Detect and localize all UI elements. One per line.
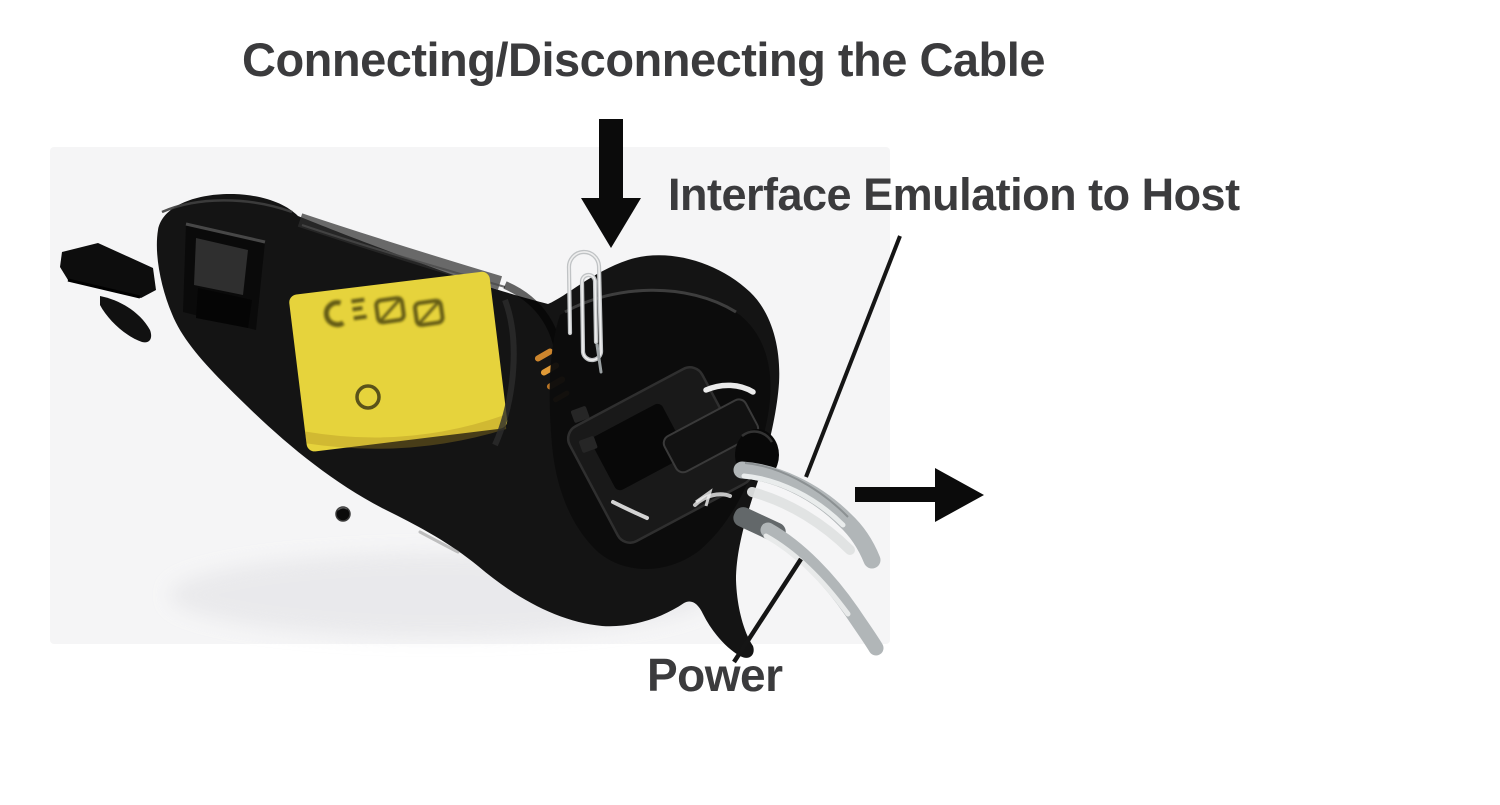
cradle-left-tab — [60, 243, 156, 343]
paperclip — [566, 249, 604, 374]
power-leader-line — [732, 557, 803, 664]
scanner-cradle — [60, 193, 780, 658]
interface-cable — [733, 461, 881, 569]
down-arrow-icon — [581, 119, 641, 248]
product-label-sticker — [289, 271, 508, 452]
body-highlights — [418, 382, 756, 554]
right-arrow-icon — [855, 468, 984, 522]
connector-recess — [566, 366, 760, 544]
cradle-cavity — [549, 288, 779, 570]
screw — [335, 506, 351, 522]
power-cable — [733, 507, 884, 656]
figure-title: Connecting/Disconnecting the Cable — [242, 33, 1045, 86]
callout-power-label: Power — [647, 649, 783, 701]
label-certification-marks — [323, 296, 445, 328]
callout-interface-label: Interface Emulation to Host — [668, 169, 1240, 220]
interface-leader-line — [804, 235, 902, 478]
label-circle-mark — [355, 384, 381, 410]
cradle-nose-recess — [161, 199, 293, 330]
product-label — [289, 271, 517, 452]
